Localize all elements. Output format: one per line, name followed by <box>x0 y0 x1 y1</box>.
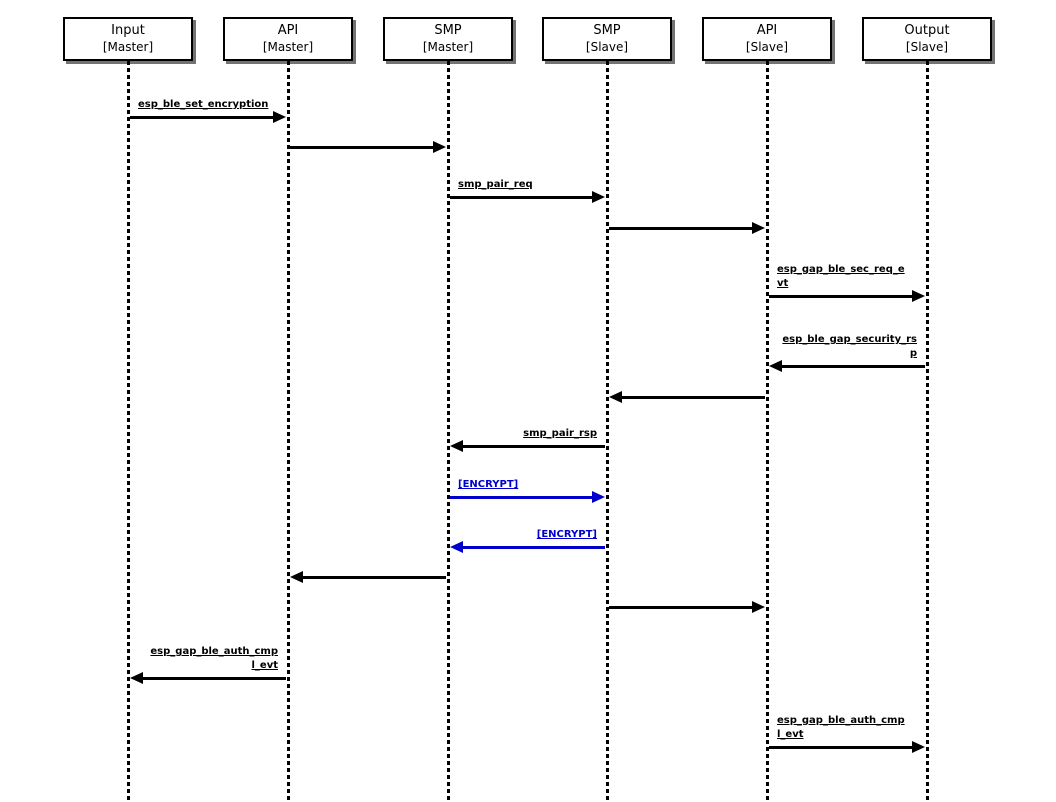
message-arrowhead-12 <box>130 672 143 684</box>
message-label-0: esp_ble_set_encryption <box>138 99 269 110</box>
actor-title-api-slave: API <box>756 23 778 39</box>
message-arrowhead-3 <box>752 222 765 234</box>
actor-input-master: Input[Master] <box>63 17 193 61</box>
message-label-8: [ENCRYPT] <box>458 479 519 490</box>
message-arrowhead-10 <box>290 571 303 583</box>
message-label-4: esp_gap_ble_sec_req_evt <box>777 264 905 289</box>
message-line-13 <box>769 746 914 749</box>
actor-output-slave: Output[Slave] <box>862 17 992 61</box>
actor-title-api-master: API <box>277 23 299 39</box>
actor-title-smp-master: SMP <box>434 23 462 39</box>
message-arrowhead-9 <box>450 541 463 553</box>
lifeline-api-slave <box>766 61 769 802</box>
message-label-12: esp_gap_ble_auth_cmpl_evt <box>150 646 278 671</box>
message-arrowhead-0 <box>273 111 286 123</box>
actor-subtitle-smp-slave: [Slave] <box>585 39 629 54</box>
actor-subtitle-smp-master: [Master] <box>422 39 474 54</box>
message-line-9 <box>461 546 605 549</box>
lifeline-output-slave <box>926 61 929 802</box>
message-arrowhead-6 <box>609 391 622 403</box>
message-line-8 <box>450 496 594 499</box>
message-line-2 <box>450 196 594 199</box>
message-line-7 <box>461 445 605 448</box>
message-label-2: smp_pair_req <box>458 179 533 190</box>
lifeline-smp-master <box>447 61 450 802</box>
actor-subtitle-api-master: [Master] <box>262 39 314 54</box>
message-line-0 <box>130 116 275 119</box>
message-label-9: [ENCRYPT] <box>536 529 597 540</box>
actor-subtitle-api-slave: [Slave] <box>745 39 789 54</box>
message-arrowhead-8 <box>592 491 605 503</box>
actor-title-output-slave: Output <box>904 23 950 39</box>
message-arrowhead-13 <box>912 741 925 753</box>
actor-title-input-master: Input <box>111 23 145 39</box>
message-arrowhead-11 <box>752 601 765 613</box>
message-line-4 <box>769 295 914 298</box>
lifeline-input-master <box>127 61 130 802</box>
actor-smp-master: SMP[Master] <box>383 17 513 61</box>
lifeline-api-master <box>287 61 290 802</box>
lifeline-smp-slave <box>606 61 609 802</box>
message-label-7: smp_pair_rsp <box>523 428 597 439</box>
message-line-10 <box>301 576 446 579</box>
message-line-5 <box>780 365 925 368</box>
message-arrowhead-7 <box>450 440 463 452</box>
actor-api-slave: API[Slave] <box>702 17 832 61</box>
actor-subtitle-output-slave: [Slave] <box>905 39 949 54</box>
actor-subtitle-input-master: [Master] <box>102 39 154 54</box>
message-label-5: esp_ble_gap_security_rsp <box>782 334 917 359</box>
message-label-13: esp_gap_ble_auth_cmpl_evt <box>777 715 905 740</box>
message-line-6 <box>620 396 765 399</box>
message-line-1 <box>290 146 435 149</box>
message-line-12 <box>141 677 286 680</box>
actor-title-smp-slave: SMP <box>593 23 621 39</box>
message-line-3 <box>609 227 754 230</box>
message-arrowhead-4 <box>912 290 925 302</box>
message-arrowhead-5 <box>769 360 782 372</box>
message-arrowhead-1 <box>433 141 446 153</box>
message-arrowhead-2 <box>592 191 605 203</box>
actor-smp-slave: SMP[Slave] <box>542 17 672 61</box>
message-line-11 <box>609 606 754 609</box>
actor-api-master: API[Master] <box>223 17 353 61</box>
